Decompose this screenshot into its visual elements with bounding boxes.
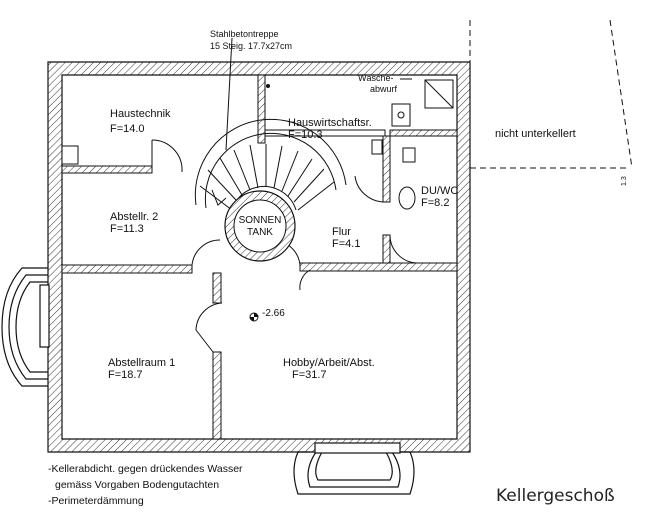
room-name-haustechnik: Haustechnik (110, 108, 171, 120)
room-area-flur: F=4.1 (332, 238, 360, 250)
bay-window-bottom (293, 442, 415, 495)
room-area-du-wc: F=8.2 (421, 197, 449, 209)
room-name-hauswirtschaftsr: Hauswirtschaftsr. (288, 117, 372, 129)
note-line-2: gemäss Vorgaben Bodengutachten (55, 479, 219, 491)
solar-tank: SONNEN TANK (224, 190, 296, 262)
unbasemented-label: nicht unterkellert (495, 128, 576, 140)
spiral-staircase (194, 37, 347, 231)
level-marker (249, 312, 259, 322)
tank-label-line2: TANK (247, 227, 273, 238)
staircase-label-line1: Stahlbetontreppe (210, 29, 279, 39)
staircase-label-line2: 15 Steig. 17.7x27cm (210, 41, 292, 51)
note-line-3: -Perimeterdämmung (48, 495, 144, 507)
unbasemented-zone (469, 19, 633, 169)
room-area-hobby: F=31.7 (292, 369, 327, 381)
bay-window-left (1, 267, 50, 387)
room-name-flur: Flur (332, 226, 351, 238)
room-area-abstellraum-1: F=18.7 (108, 369, 143, 381)
laundry-chute-line2: abwurf (370, 84, 398, 94)
room-name-du-wc: DU/WC (421, 185, 458, 197)
room-area-haustechnik: F=14.0 (110, 123, 145, 135)
room-area-hauswirtschaftsr: F=10.3 (288, 129, 323, 141)
level-label: -2.66 (262, 308, 285, 319)
drawing-title: Kellergeschoß (496, 486, 615, 506)
interior-walls (61, 74, 458, 440)
room-area-abstellr-2: F=11.3 (110, 223, 144, 235)
sanitary-fixtures (61, 78, 454, 210)
tank-label-line1: SONNEN (239, 215, 282, 226)
room-name-abstellraum-1: Abstellraum 1 (108, 357, 175, 369)
note-line-1: -Kellerabdicht. gegen drückendes Wasser (48, 463, 243, 475)
room-name-hobby: Hobby/Arbeit/Abst. (283, 357, 375, 369)
laundry-chute-line1: Wäsche- (358, 73, 394, 83)
room-name-abstellr-2: Abstellr. 2 (110, 211, 158, 223)
small-mark-label: 1.3 (621, 176, 628, 186)
